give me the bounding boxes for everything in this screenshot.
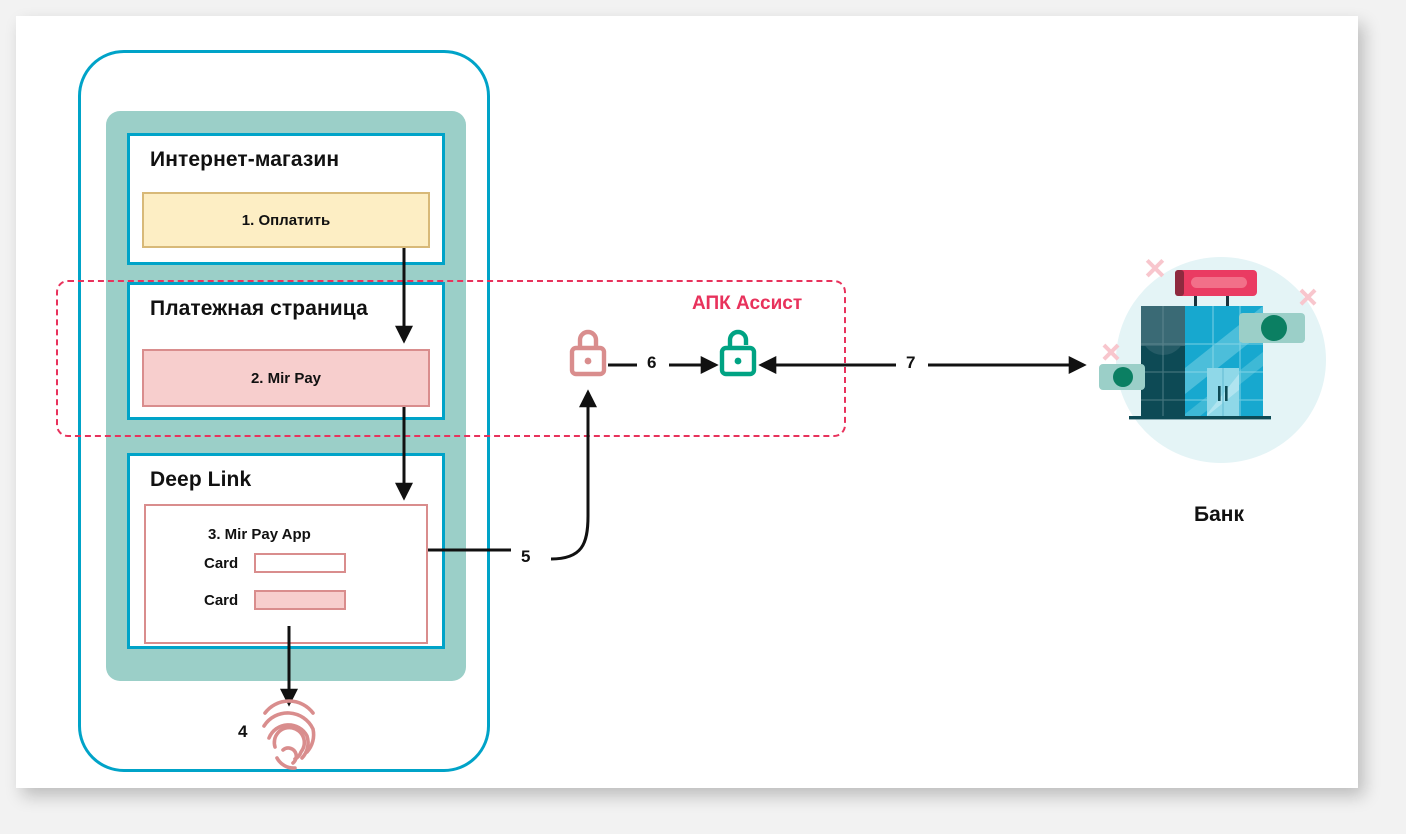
bank-label: Банк [1194,503,1244,526]
screen-online-shop-title: Интернет-магазин [150,148,340,171]
screen-deep-link-title: Deep Link [150,468,252,491]
sparkle-decoration [1102,258,1317,361]
card-label: Card [204,591,239,609]
mir-pay-app-title: 3. Mir Pay App [208,526,311,543]
bank-building-icon [1099,257,1326,463]
card-label: Card [204,554,239,572]
step-number-5: 5 [521,547,531,566]
card-field-selected[interactable] [254,590,347,610]
screen-payment-page-title: Платежная страница [150,297,368,320]
step-number-6: 6 [647,353,657,372]
pay-button[interactable]: 1. Оплатить [142,192,430,248]
mir-pay-button[interactable]: 2. Mir Pay [142,349,430,407]
card-row: Card [204,590,347,610]
card-row: Card [204,553,347,573]
apk-assist-label: АПК Ассист [692,293,803,314]
mir-pay-app-panel: 3. Mir Pay App Card Card [144,504,428,644]
card-field-empty[interactable] [254,553,347,573]
diagram-card: Интернет-магазин 1. Оплатить Платежная с… [16,16,1358,788]
step-number-4: 4 [238,722,248,741]
step-number-7: 7 [906,353,916,372]
bank-illustration [1099,248,1339,488]
